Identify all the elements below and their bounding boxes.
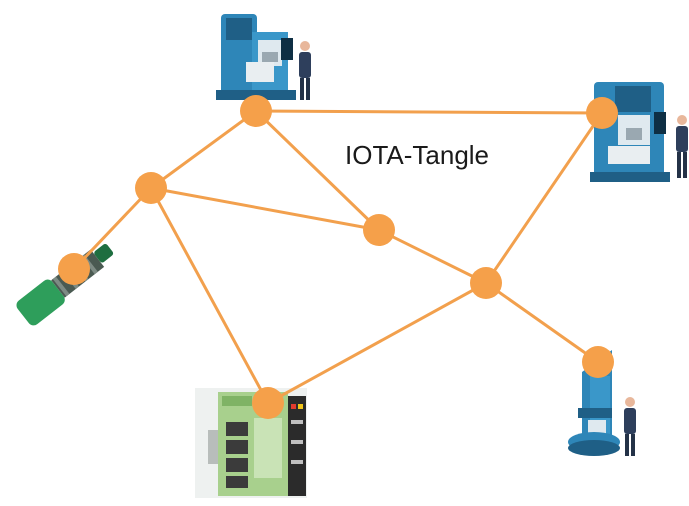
diagram-title: IOTA-Tangle — [345, 140, 490, 170]
plc-controller-icon — [195, 388, 307, 498]
edge-n1-n6 — [254, 109, 381, 232]
edge-n3-n6 — [377, 228, 488, 285]
tangle-node — [470, 267, 502, 299]
edge-n3-n7 — [484, 281, 600, 364]
tangle-node — [135, 172, 167, 204]
edge-n1-n2 — [254, 109, 604, 115]
cnc-machine-icon — [590, 82, 688, 182]
edge-n2-n3 — [484, 111, 604, 285]
tangle-node — [58, 253, 90, 285]
tangle-node — [252, 387, 284, 419]
cnc-machine-icon — [216, 14, 311, 100]
edge-n5-s — [72, 186, 153, 271]
edge-n1-n5 — [149, 109, 258, 190]
tangle-node — [586, 97, 618, 129]
tangle-node — [363, 214, 395, 246]
edge-n5-n6 — [149, 186, 381, 232]
edge-n5-n4 — [149, 186, 270, 405]
edge-n3-n4 — [266, 281, 488, 405]
tangle-node — [240, 95, 272, 127]
tangle-nodes — [58, 95, 618, 419]
tangle-edges — [72, 109, 604, 405]
tangle-node — [582, 346, 614, 378]
